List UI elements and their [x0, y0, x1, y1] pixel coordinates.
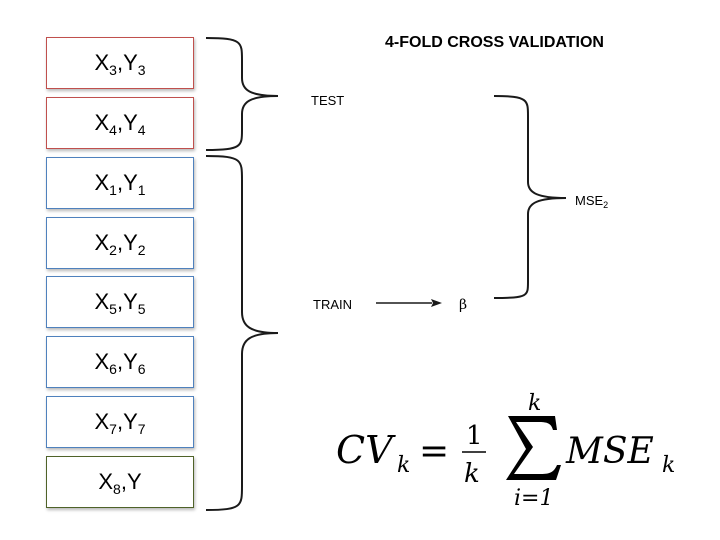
train-label: TRAIN: [313, 297, 352, 312]
beta-label: β: [459, 297, 468, 313]
fold-box-test: X4,Y4: [46, 97, 194, 149]
mse-2-label: MSE2: [575, 193, 609, 210]
test-label: TEST: [311, 93, 345, 108]
fold-label: X2,Y2: [94, 230, 146, 258]
arrow-head: [431, 299, 442, 307]
mse-brace: [493, 95, 567, 299]
sigma-symbol: [506, 416, 561, 480]
fold-label: X3,Y3: [94, 50, 146, 78]
train-brace: [205, 155, 279, 511]
formula-denominator: k: [464, 459, 480, 489]
fold-label: X4,Y4: [94, 110, 146, 138]
fold-label: X5,Y5: [94, 289, 146, 317]
fold-label: X7,Y7: [94, 409, 146, 437]
diagram-title: 4-FOLD CROSS VALIDATION: [385, 34, 604, 51]
fold-box-train: X8,Y: [46, 456, 194, 508]
formula-sum-lower: i=1: [514, 486, 553, 511]
formula-cv: CV: [336, 428, 396, 472]
formula-numerator: 1: [466, 421, 483, 451]
fold-box-train: X2,Y2: [46, 217, 194, 269]
fold-box-train: X7,Y7: [46, 396, 194, 448]
formula-cv-subscript: k: [397, 453, 410, 478]
fold-label: X1,Y1: [94, 170, 146, 198]
formula-sum-upper: k: [528, 391, 541, 416]
fold-box-test: X3,Y3: [46, 37, 194, 89]
cv-formula: CV k = 1 k k i=1 MSE k: [336, 391, 675, 511]
fold-box-train: X5,Y5: [46, 276, 194, 328]
fold-box-train: X6,Y6: [46, 336, 194, 388]
test-brace: [205, 37, 279, 151]
fold-box-train: X1,Y1: [46, 157, 194, 209]
fold-label: X6,Y6: [94, 349, 146, 377]
formula-mse-subscript: k: [662, 453, 675, 478]
formula-mse: MSE: [565, 431, 654, 472]
fold-label: X8,Y: [98, 469, 142, 497]
formula-equals: =: [419, 431, 449, 472]
